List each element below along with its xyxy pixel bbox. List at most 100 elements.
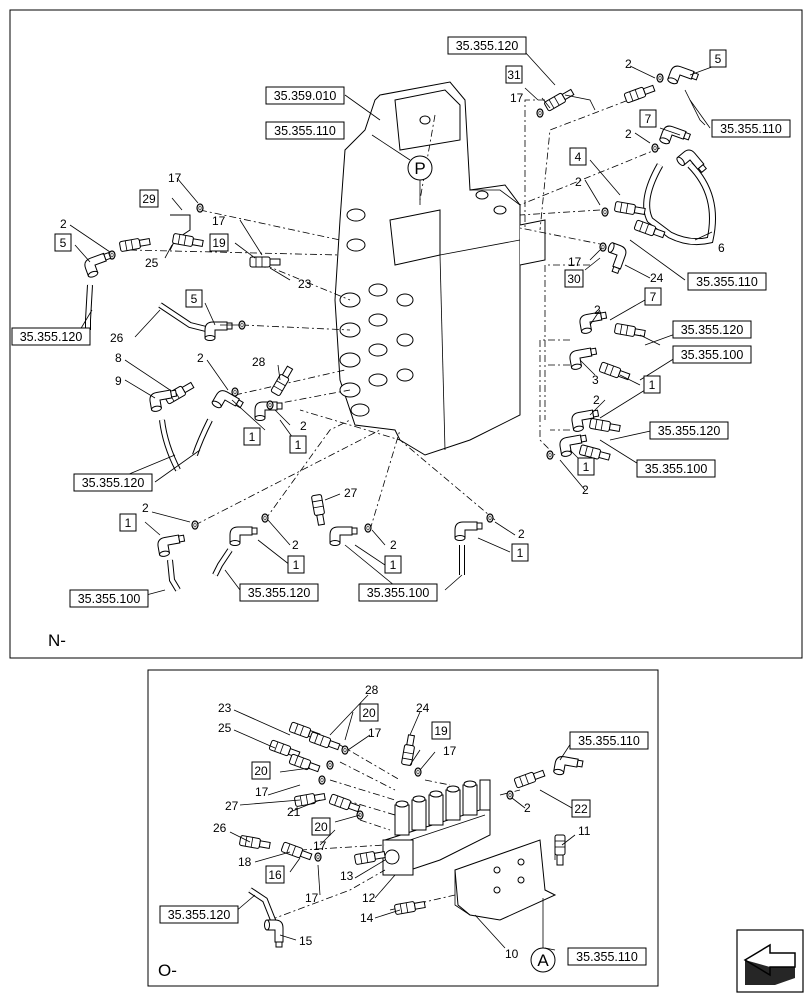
svg-text:4: 4 (575, 150, 582, 164)
callout-a: A (530, 898, 556, 973)
svg-text:20: 20 (362, 706, 376, 720)
leader-lines-bottom (229, 694, 576, 951)
ref-label: 35.355.100 (645, 462, 708, 476)
bottom-numbers: 28 23 24 25 17 17 17 27 21 26 18 17 11 1… (213, 683, 591, 961)
ref-label: 35.355.110 (274, 124, 336, 138)
svg-text:1: 1 (517, 546, 524, 560)
svg-text:2: 2 (60, 217, 67, 231)
svg-text:35.355.110: 35.355.110 (578, 734, 640, 748)
svg-text:5: 5 (715, 52, 722, 66)
svg-text:2: 2 (197, 351, 204, 365)
bottom-panel-frame (147, 669, 659, 987)
svg-text:31: 31 (507, 68, 521, 82)
svg-text:17: 17 (305, 891, 319, 905)
svg-text:1: 1 (295, 438, 302, 452)
svg-text:35.355.120: 35.355.120 (168, 908, 231, 922)
bottom-components (238, 721, 584, 948)
ref-label: 35.355.100 (78, 592, 141, 606)
svg-text:35.355.110: 35.355.110 (576, 950, 638, 964)
svg-text:18: 18 (238, 855, 252, 869)
svg-text:17: 17 (568, 255, 582, 269)
svg-text:20: 20 (254, 764, 268, 778)
ref-label: 35.355.100 (681, 348, 744, 362)
svg-text:17: 17 (168, 171, 182, 185)
top-components (82, 63, 716, 592)
svg-text:29: 29 (142, 192, 156, 206)
svg-text:17: 17 (368, 726, 382, 740)
top-panel-frame (9, 9, 803, 659)
svg-text:24: 24 (650, 271, 664, 285)
ref-label: 35.359.010 (274, 89, 337, 103)
svg-text:1: 1 (125, 516, 132, 530)
svg-text:17: 17 (212, 214, 226, 228)
ref-label: 35.355.100 (367, 586, 430, 600)
svg-text:11: 11 (578, 824, 591, 838)
top-boxed-numbers: 31 5 7 4 29 19 5 30 7 5 1 1 1 1 1 1 1 1 (54, 49, 727, 574)
svg-text:17: 17 (313, 839, 327, 853)
svg-text:7: 7 (645, 112, 652, 126)
svg-text:2: 2 (142, 501, 149, 515)
svg-text:15: 15 (299, 934, 313, 948)
svg-text:1: 1 (293, 558, 300, 572)
svg-text:2: 2 (518, 527, 525, 541)
svg-text:2: 2 (575, 175, 582, 189)
svg-text:25: 25 (145, 256, 159, 270)
svg-text:2: 2 (594, 303, 601, 317)
panel-letter-top: N- (48, 631, 66, 650)
svg-text:14: 14 (360, 911, 374, 925)
svg-text:25: 25 (218, 721, 232, 735)
svg-text:3: 3 (592, 373, 599, 387)
top-numbers: 2 17 2 17 2 17 25 23 26 8 9 2 28 2 2 17 … (60, 57, 725, 552)
ref-label: 35.355.120 (248, 586, 311, 600)
svg-text:16: 16 (268, 868, 282, 882)
svg-text:5: 5 (60, 236, 67, 250)
svg-text:6: 6 (718, 241, 725, 255)
ref-label: 35.355.120 (658, 424, 721, 438)
svg-text:8: 8 (115, 351, 122, 365)
connection-lines-top (129, 89, 661, 531)
svg-text:26: 26 (213, 821, 227, 835)
svg-text:2: 2 (300, 419, 307, 433)
navigation-arrow-icon[interactable] (736, 929, 804, 993)
ref-label: 35.355.120 (456, 39, 519, 53)
svg-text:20: 20 (314, 820, 328, 834)
svg-text:1: 1 (390, 558, 397, 572)
svg-text:23: 23 (218, 701, 232, 715)
svg-text:28: 28 (365, 683, 379, 697)
svg-text:17: 17 (255, 785, 269, 799)
top-reference-labels: 35.355.120 35.359.010 35.355.110 35.355.… (11, 36, 791, 608)
svg-text:A: A (537, 951, 549, 970)
svg-text:1: 1 (583, 460, 590, 474)
svg-text:1: 1 (249, 430, 256, 444)
svg-text:22: 22 (574, 802, 588, 816)
svg-text:27: 27 (344, 486, 358, 500)
bottom-boxed-numbers: 20 19 20 20 22 16 (251, 703, 591, 884)
panel-letter-bottom: O- (158, 961, 177, 980)
ref-label: 35.355.110 (720, 122, 782, 136)
svg-text:2: 2 (582, 483, 589, 497)
svg-text:2: 2 (292, 538, 299, 552)
svg-text:2: 2 (390, 538, 397, 552)
svg-text:17: 17 (510, 91, 524, 105)
ref-label: 35.355.110 (696, 275, 758, 289)
svg-text:2: 2 (625, 57, 632, 71)
svg-text:5: 5 (191, 292, 198, 306)
svg-text:2: 2 (524, 801, 531, 815)
svg-text:27: 27 (225, 799, 239, 813)
ref-label: 35.355.120 (681, 323, 744, 337)
svg-text:1: 1 (649, 378, 656, 392)
svg-text:7: 7 (650, 290, 657, 304)
solenoid-valve-assembly (382, 779, 557, 921)
ref-label: 35.355.120 (20, 330, 83, 344)
svg-text:17: 17 (443, 744, 457, 758)
control-valve-block (334, 81, 546, 456)
svg-text:2: 2 (625, 127, 632, 141)
svg-text:13: 13 (340, 869, 354, 883)
svg-text:10: 10 (505, 947, 519, 961)
svg-text:2: 2 (593, 393, 600, 407)
svg-text:12: 12 (362, 891, 376, 905)
svg-text:9: 9 (115, 374, 122, 388)
svg-text:28: 28 (252, 355, 266, 369)
svg-text:19: 19 (212, 236, 226, 250)
